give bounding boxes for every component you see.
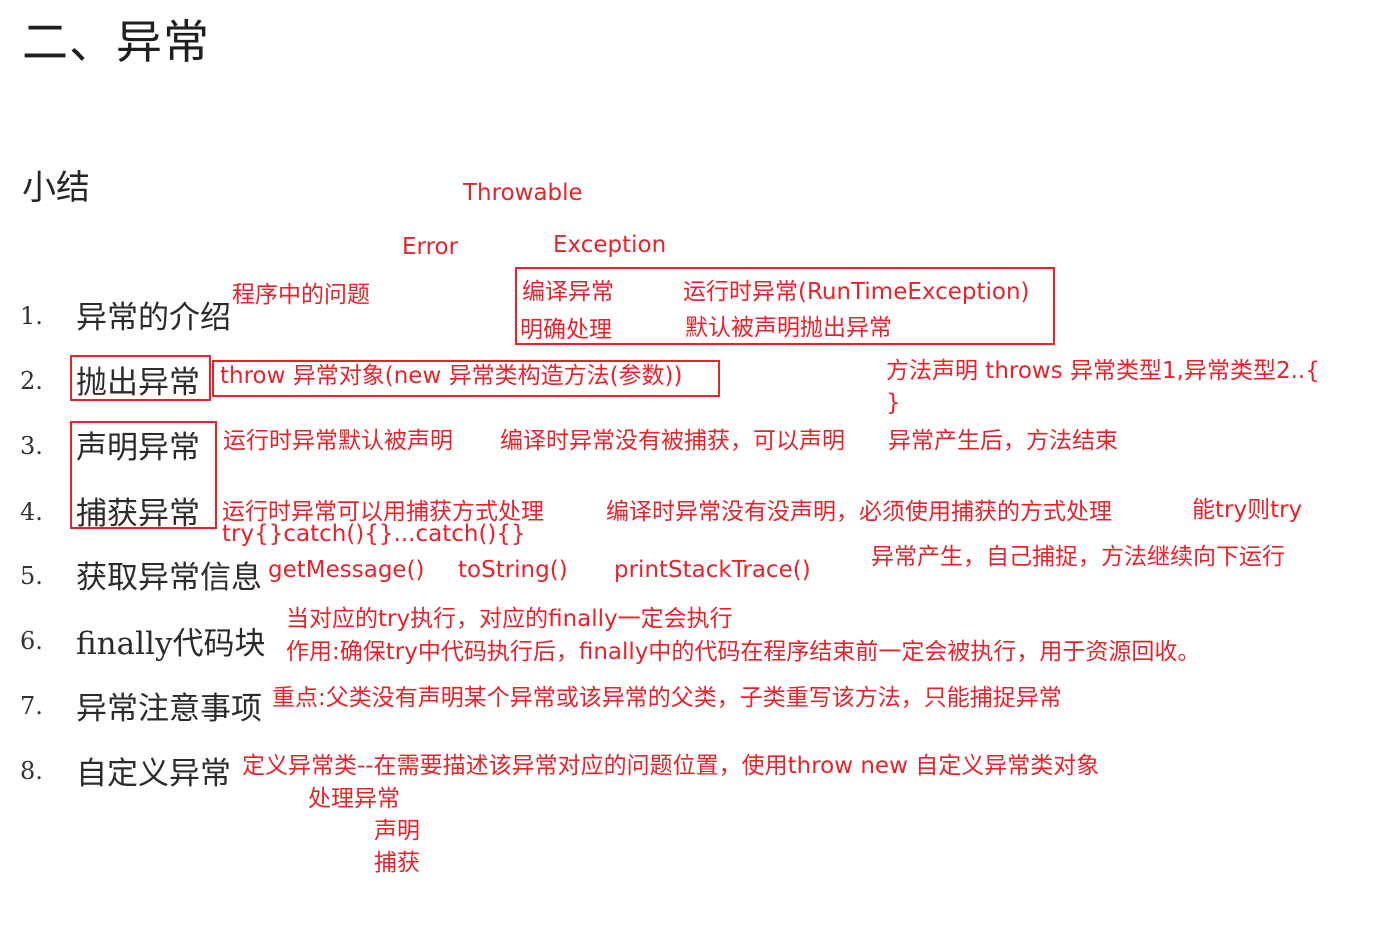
note-caution-override: 重点:父类没有声明某个异常或该异常的父类，子类重写该方法，只能捕捉异常 — [272, 685, 1062, 711]
runtime-exception-note: 默认被声明抛出异常 — [685, 315, 892, 341]
item-label-throw-exception: 抛出异常 — [76, 365, 200, 401]
hierarchy-error: Error — [402, 234, 459, 260]
note-to-string: toString() — [458, 557, 568, 583]
note-finally-purpose: 作用:确保try中代码执行后，finally中的代码在程序结束前一定会被执行，用… — [286, 639, 1201, 665]
declare-catch-label-box — [70, 421, 217, 529]
note-finally-execution: 当对应的try执行，对应的finally一定会执行 — [286, 606, 733, 632]
item-number-4: 4. — [20, 498, 43, 526]
note-catch-compile: 编译时异常没有没声明，必须使用捕获的方式处理 — [606, 499, 1112, 525]
item-label-exception-intro: 异常的介绍 — [76, 300, 231, 336]
note-catch-tip: 能try则try — [1192, 497, 1303, 523]
note-throw-syntax: throw 异常对象(new 异常类构造方法(参数)) — [220, 363, 683, 389]
item-label-custom-exception: 自定义异常 — [76, 756, 231, 792]
note-handle-exception: 处理异常 — [308, 786, 400, 812]
throw-label-box — [70, 355, 211, 401]
throw-syntax-box — [212, 360, 720, 397]
item-number-5: 5. — [20, 562, 43, 590]
note-declare-result: 异常产生后，方法结束 — [888, 428, 1118, 454]
note-catch-result: 异常产生，自己捕捉，方法继续向下运行 — [871, 544, 1285, 570]
note-custom-exception: 定义异常类--在需要描述该异常对应的问题位置，使用throw new 自定义异常… — [242, 753, 1100, 779]
note-declare-compile: 编译时异常没有被捕获，可以声明 — [500, 428, 845, 454]
item-number-6: 6. — [20, 627, 43, 655]
note-method-declaration: 方法声明 throws 异常类型1,异常类型2..{ — [886, 358, 1320, 384]
note-catch-runtime: 运行时异常可以用捕获方式处理 — [222, 499, 544, 525]
item-number-3: 3. — [20, 432, 43, 460]
section-subtitle: 小结 — [22, 168, 90, 208]
hierarchy-throwable: Throwable — [463, 180, 583, 206]
item-number-1: 1. — [20, 302, 43, 330]
item-number-8: 8. — [20, 757, 43, 785]
page-title: 二、异常 — [22, 15, 210, 69]
item-number-7: 7. — [20, 692, 43, 720]
note-exception-intro: 程序中的问题 — [232, 282, 370, 308]
note-print-stack-trace: printStackTrace() — [614, 557, 811, 583]
item-label-catch-exception: 捕获异常 — [76, 496, 200, 532]
item-label-get-exception-info: 获取异常信息 — [76, 560, 262, 596]
item-label-exception-cautions: 异常注意事项 — [76, 691, 262, 727]
item-number-2: 2. — [20, 367, 43, 395]
runtime-exception-label: 运行时异常(RunTimeException) — [683, 279, 1030, 305]
note-method-declaration-close: } — [886, 390, 901, 416]
item-label-declare-exception: 声明异常 — [76, 430, 200, 466]
note-handle-declare: 声明 — [374, 818, 420, 844]
note-handle-catch: 捕获 — [374, 850, 420, 876]
compile-exception-note: 明确处理 — [520, 317, 612, 343]
exception-types-box — [515, 267, 1055, 345]
note-declare-runtime: 运行时异常默认被声明 — [223, 428, 453, 454]
note-get-message: getMessage() — [268, 557, 425, 583]
item-label-finally-block: finally代码块 — [76, 626, 266, 662]
note-catch-syntax: try{}catch(){}...catch(){} — [222, 521, 526, 547]
hierarchy-exception: Exception — [553, 232, 667, 258]
compile-exception-label: 编译异常 — [522, 279, 614, 305]
